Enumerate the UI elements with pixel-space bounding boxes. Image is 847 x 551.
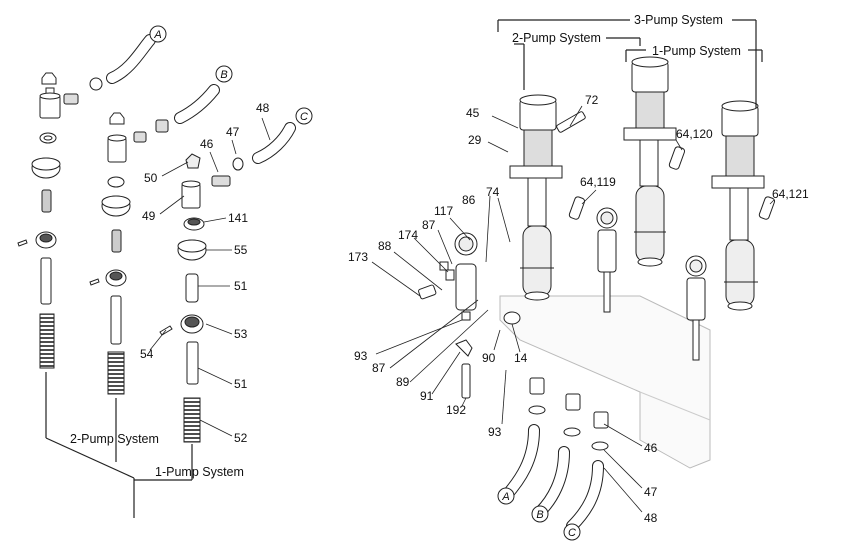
callout-a-left-text: A — [153, 29, 161, 41]
column-3-parts — [159, 153, 244, 443]
part-64-121: 64,121 — [772, 187, 809, 201]
part-54: 54 — [140, 347, 154, 361]
callout-letters: A B C A B C — [153, 29, 576, 539]
part-46-right: 46 — [644, 441, 658, 455]
part-87-top: 87 — [422, 218, 436, 232]
callout-b-left-text: B — [220, 69, 227, 81]
part-14: 14 — [514, 351, 528, 365]
callout-circles — [149, 25, 581, 541]
label-3-pump-system: 3-Pump System — [634, 13, 723, 27]
part-192: 192 — [446, 403, 466, 417]
callout-a-right-text: A — [501, 491, 509, 503]
part-90: 90 — [482, 351, 496, 365]
left-system-bracket — [45, 372, 193, 518]
part-89: 89 — [396, 375, 410, 389]
column-1-parts — [17, 72, 103, 369]
pump-2 — [623, 56, 677, 267]
regulator-1 — [596, 207, 618, 313]
label-1-pump-system-left: 1-Pump System — [155, 465, 244, 479]
callout-a-right — [497, 487, 515, 505]
part-173: 173 — [348, 250, 368, 264]
system-labels: 3-Pump System 2-Pump System 1-Pump Syste… — [70, 13, 741, 479]
callout-b-left — [215, 65, 233, 83]
left-leaders — [149, 117, 271, 437]
callout-c-right — [563, 523, 581, 541]
part-49: 49 — [142, 209, 156, 223]
part-50: 50 — [144, 171, 158, 185]
part-51-bottom: 51 — [234, 377, 248, 391]
column-2-parts — [89, 112, 169, 395]
part-87-bottom: 87 — [372, 361, 386, 375]
label-2-pump-system-right: 2-Pump System — [512, 31, 601, 45]
callout-b-right — [531, 505, 549, 523]
part-93-left: 93 — [354, 349, 368, 363]
part-72: 72 — [585, 93, 599, 107]
callout-c-left — [295, 107, 313, 125]
part-labels: 45 72 29 64,120 64,119 64,121 86 74 117 … — [140, 93, 809, 525]
part-51-top: 51 — [234, 279, 248, 293]
part-48-right: 48 — [644, 511, 658, 525]
part-64-120: 64,120 — [676, 127, 713, 141]
part-45: 45 — [466, 106, 480, 120]
regulator-exploded — [418, 232, 478, 321]
part-55: 55 — [234, 243, 248, 257]
part-117: 117 — [434, 204, 453, 218]
right-assembly — [418, 56, 776, 469]
callout-a-left — [149, 25, 167, 43]
label-2-pump-system-left: 2-Pump System — [70, 432, 159, 446]
callout-c-right-text: C — [568, 527, 576, 539]
left-assembly — [17, 34, 296, 443]
right-hoses — [500, 424, 604, 532]
part-52: 52 — [234, 431, 248, 445]
right-system-brackets — [497, 19, 763, 108]
part-174: 174 — [398, 228, 418, 242]
part-64-119: 64,119 — [580, 175, 616, 189]
right-leaders — [371, 105, 775, 513]
part-46-left: 46 — [200, 137, 214, 151]
regulator-2 — [685, 255, 707, 361]
part-74: 74 — [486, 185, 500, 199]
part-48-left: 48 — [256, 101, 270, 115]
part-53: 53 — [234, 327, 248, 341]
mounting-platform — [499, 295, 711, 469]
part-91: 91 — [420, 389, 434, 403]
part-29: 29 — [468, 133, 482, 147]
part-141: 141 — [228, 211, 248, 225]
part-88: 88 — [378, 239, 392, 253]
callout-b-right-text: B — [536, 509, 543, 521]
label-1-pump-system-right: 1-Pump System — [652, 44, 741, 58]
part-47-left: 47 — [226, 125, 240, 139]
part-93-bottom: 93 — [488, 425, 502, 439]
callout-c-left-text: C — [300, 111, 308, 123]
pump-1 — [509, 94, 563, 301]
part-86: 86 — [462, 193, 476, 207]
part-47-right: 47 — [644, 485, 658, 499]
pump-3 — [711, 100, 765, 311]
